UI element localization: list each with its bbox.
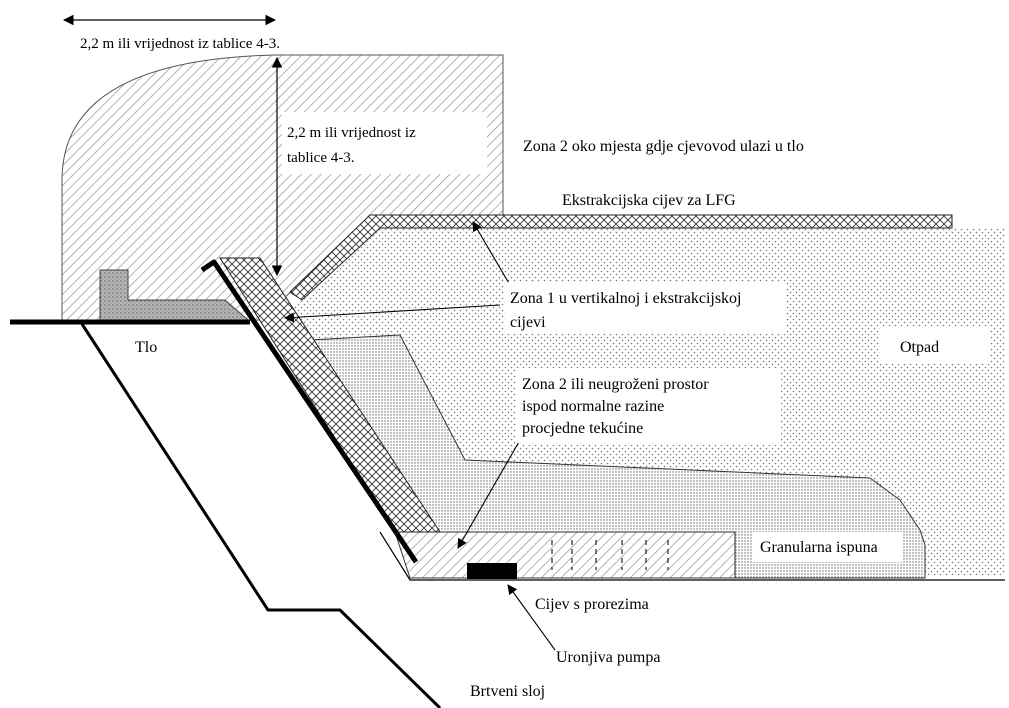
top-width-label: 2,2 m ili vrijednost iz tablice 4-3.: [80, 36, 280, 52]
zone2-below-line2: ispod normalne razine: [522, 398, 664, 415]
drainage-layer: [394, 531, 736, 579]
ground-label: Tlo: [135, 339, 157, 356]
lfg-pipe-label: Ekstrakcijska cijev za LFG: [562, 192, 736, 209]
label-box-height: [282, 112, 487, 174]
sealing-layer-label: Brtveni sloj: [470, 683, 545, 700]
zone1-label-line1: Zona 1 u vertikalnoj i ekstrakcijskoj: [510, 290, 742, 307]
height-label-line2: tablice 4-3.: [287, 150, 354, 166]
zone2-below-line1: Zona 2 ili neugroženi prostor: [522, 376, 709, 393]
zone1-label-line2: cijevi: [510, 314, 546, 331]
label-box-zone1: [505, 282, 785, 334]
bottom-slope-line: [379, 531, 1005, 581]
height-label-line1: 2,2 m ili vrijednost iz: [287, 125, 416, 141]
zone2-entry-label: Zona 2 oko mjesta gdje cjevovod ulazi u …: [523, 138, 804, 155]
label-box-zone2-below: [516, 368, 781, 443]
sealing-layer-line: [80, 323, 442, 708]
slotted-pipe-label: Cijev s prorezima: [535, 596, 649, 613]
label-box-lfg: [555, 186, 795, 212]
waste-label: Otpad: [900, 339, 939, 356]
submersible-pump-label: Uronjiva pumpa: [556, 649, 660, 666]
label-box-waste: [880, 328, 990, 364]
pointer-zone2-to-drain: [457, 439, 521, 549]
pipe-slots: [551, 540, 669, 570]
pointer-zone1-to-well: [284, 304, 501, 323]
label-box-top: [75, 32, 325, 54]
submersible-pump-block: [467, 563, 517, 579]
granular-fill-label: Granularna ispuna: [760, 539, 878, 556]
pointer-pump: [507, 584, 556, 651]
zone2-below-line3: procjedne tekućine: [522, 420, 643, 437]
pointer-zone1-to-pipe: [472, 221, 511, 286]
inclined-well-pipe: [200, 259, 419, 564]
label-box-granular: [752, 532, 902, 562]
lfg-extraction-pipe: [289, 214, 953, 301]
